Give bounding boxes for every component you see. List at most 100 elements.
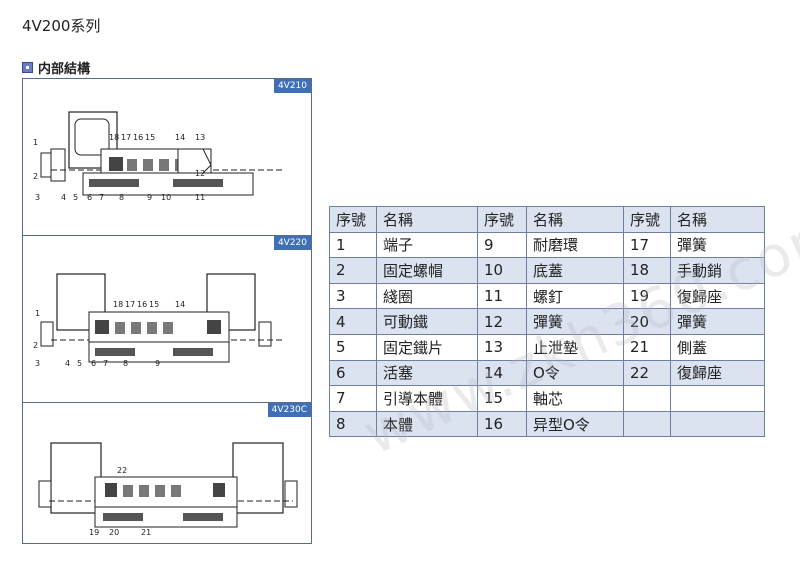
- table-cell: 固定螺帽: [376, 257, 478, 284]
- valve-diagram-4v220: 1 2 3 4 5 6 7 8 9 14 15 16 17 18: [33, 273, 285, 368]
- table-cell: 底蓋: [526, 257, 624, 284]
- table-cell: 1: [329, 231, 377, 259]
- callout-label: 15: [149, 300, 159, 309]
- callout-label: 6: [91, 359, 96, 368]
- callout-label: 7: [99, 193, 104, 202]
- callout-label: 2: [33, 172, 38, 181]
- table-cell: 耐磨環: [526, 231, 624, 259]
- table-cell: 20: [623, 308, 671, 335]
- table-cell: 4: [329, 308, 377, 335]
- column-header: 序號: [477, 206, 527, 233]
- table-cell: 10: [477, 257, 527, 284]
- column-header: 名稱: [670, 206, 765, 233]
- callout-label: 6: [87, 193, 92, 202]
- diagram-panel-4v220: 4V220 1 2 3 4 5 6 7 8 9 14 15 16 17 18: [22, 235, 312, 404]
- callout-label: 8: [119, 193, 124, 202]
- callout-label: 2: [33, 341, 38, 350]
- table-cell: 2: [329, 257, 377, 284]
- callout-label: 13: [195, 133, 205, 142]
- callout-label: 9: [147, 193, 152, 202]
- table-cell: 螺釘: [526, 282, 624, 310]
- table-cell: 固定鐵片: [376, 333, 478, 361]
- callout-label: 3: [35, 359, 40, 368]
- table-cell: 22: [623, 359, 671, 387]
- table-cell: [623, 410, 671, 438]
- square-bullet-icon: [22, 62, 33, 73]
- column-header: 序號: [329, 206, 377, 233]
- callout-label: 18: [109, 133, 119, 142]
- table-cell: O令: [526, 359, 624, 387]
- model-tag: 4V230C: [267, 403, 311, 417]
- table-cell: 14: [477, 359, 527, 387]
- table-cell: 端子: [376, 231, 478, 259]
- table-cell: 手動銷: [670, 257, 765, 284]
- table-cell: 12: [477, 308, 527, 335]
- section-title: 内部結構: [38, 62, 91, 77]
- callout-label: 5: [73, 193, 78, 202]
- callout-label: 5: [77, 359, 82, 368]
- callout-label: 16: [133, 133, 143, 142]
- table-header-row: 序號 名稱 序號 名稱 序號 名稱: [329, 206, 765, 233]
- column-header: 序號: [623, 206, 671, 233]
- table-cell: 止泄墊: [526, 333, 624, 361]
- callout-label: 15: [145, 133, 155, 142]
- callout-label: 20: [109, 528, 119, 537]
- callout-label: 9: [155, 359, 160, 368]
- table-cell: 復歸座: [670, 282, 765, 310]
- diagram-panel-4v210: 4V210 1 2 3 4 5 6 7 8 9 10 11 12 13 14 1…: [22, 78, 312, 237]
- column-header: 名稱: [376, 206, 478, 233]
- callout-label: 18: [113, 300, 123, 309]
- table-cell: 可動鐵: [376, 308, 478, 335]
- table-cell: 5: [329, 333, 377, 361]
- table-cell: 側蓋: [670, 333, 765, 361]
- callout-label: 11: [195, 193, 205, 202]
- table-cell: 綫圈: [376, 282, 478, 310]
- table-cell: 异型O令: [526, 410, 624, 438]
- table-cell: 本體: [376, 410, 478, 438]
- callout-label: 7: [103, 359, 108, 368]
- table-cell: 21: [623, 333, 671, 361]
- callout-label: 16: [137, 300, 147, 309]
- diagram-panel-4v230c: 4V230C 22 19 20 21: [22, 402, 312, 544]
- table-cell: 11: [477, 282, 527, 310]
- callout-label: 17: [121, 133, 131, 142]
- callout-label: 14: [175, 300, 185, 309]
- table-cell: [623, 385, 671, 412]
- table-cell: 復歸座: [670, 359, 765, 387]
- callout-label: 1: [33, 138, 38, 147]
- table-cell: 活塞: [376, 359, 478, 387]
- callout-label: 3: [35, 193, 40, 202]
- valve-diagram-4v230c: 22 19 20 21: [38, 442, 298, 537]
- table-cell: [670, 385, 765, 412]
- callout-label: 4: [65, 359, 70, 368]
- callout-label: 14: [175, 133, 185, 142]
- callout-label: 17: [125, 300, 135, 309]
- callout-label: 8: [123, 359, 128, 368]
- valve-diagram-4v210: 1 2 3 4 5 6 7 8 9 10 11 12 13 14 15 16 1…: [33, 111, 283, 202]
- callout-label: 10: [161, 193, 171, 202]
- table-cell: 9: [477, 231, 527, 259]
- section-header: 内部結構: [22, 58, 90, 77]
- table-cell: 彈簧: [670, 308, 765, 335]
- callout-label: 22: [117, 466, 127, 475]
- callout-label: 1: [35, 309, 40, 318]
- page-title: 4V200系列: [22, 17, 101, 35]
- callout-label: 21: [141, 528, 151, 537]
- table-cell: 13: [477, 333, 527, 361]
- table-cell: 6: [329, 359, 377, 387]
- model-tag: 4V220: [273, 236, 311, 250]
- column-header: 名稱: [526, 206, 624, 233]
- table-cell: 17: [623, 231, 671, 259]
- callout-label: 19: [89, 528, 99, 537]
- table-cell: [670, 410, 765, 438]
- table-cell: 3: [329, 282, 377, 310]
- callout-label: 12: [195, 169, 205, 178]
- model-tag: 4V210: [273, 79, 311, 93]
- callout-label: 4: [61, 193, 66, 202]
